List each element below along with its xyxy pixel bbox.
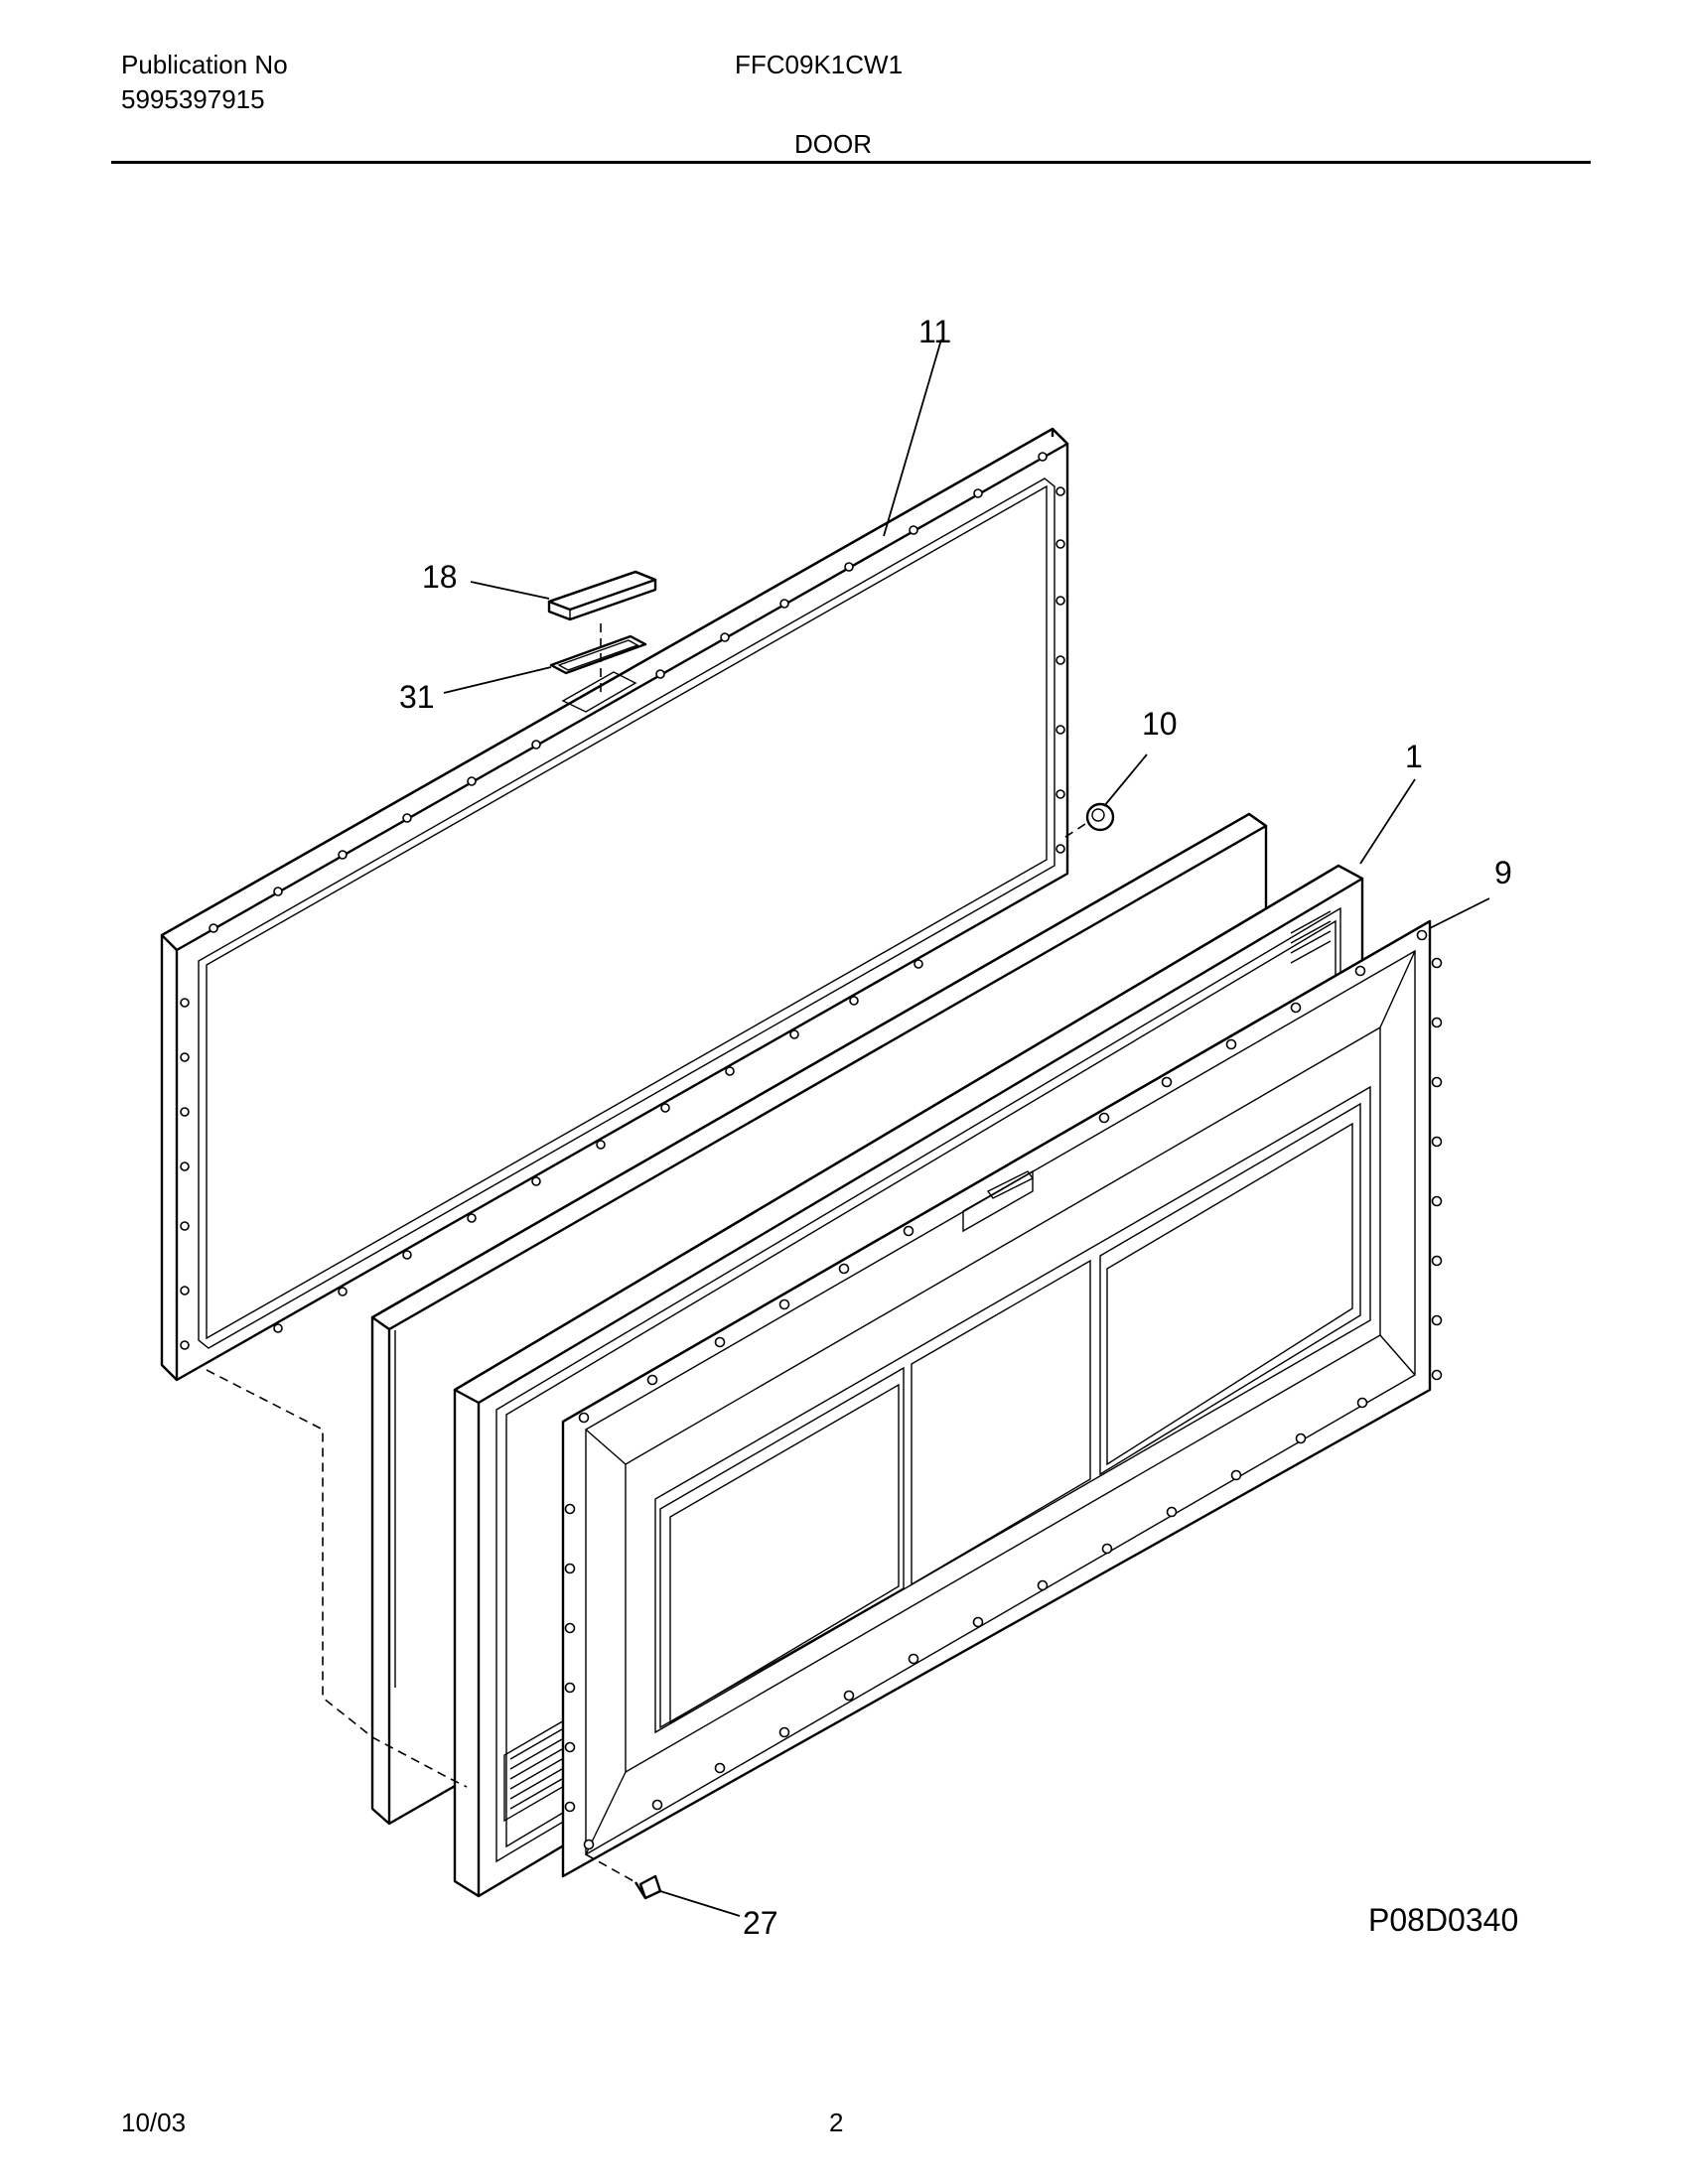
- cap-dash-line: [1061, 823, 1086, 840]
- callout-9: 9: [1494, 855, 1512, 890]
- leader-1: [1359, 778, 1416, 865]
- callout-18: 18: [422, 559, 458, 595]
- part-11-holes: [180, 452, 1065, 1350]
- callout-31: 31: [399, 679, 435, 715]
- part-27-screw: [633, 1874, 662, 1900]
- part-18-handle: [547, 570, 657, 621]
- model-number: FFC09K1CW1: [735, 50, 904, 79]
- leader-10: [1103, 753, 1148, 807]
- part-31-handle-gasket: [549, 634, 647, 675]
- part-10-cap: [1085, 802, 1115, 832]
- part-9-holes: [564, 929, 1443, 1850]
- callout-27: 27: [743, 1905, 778, 1941]
- callout-10: 10: [1142, 706, 1178, 742]
- callout-11: 11: [918, 314, 951, 349]
- part-9-door-liner: [561, 919, 1443, 1878]
- footer-date: 10/03: [121, 2108, 187, 2137]
- leader-18: [470, 581, 550, 600]
- figure-code: P08D0340: [1368, 1902, 1518, 1938]
- assembly-dash-line: [206, 1369, 468, 1788]
- leader-9: [1429, 897, 1490, 929]
- part-11-outer-door-panel: [160, 427, 1069, 1382]
- section-title: DOOR: [794, 129, 872, 159]
- publication-label: Publication No: [121, 50, 288, 79]
- leader-31: [443, 666, 552, 694]
- header-rule: [111, 161, 1591, 164]
- screw-dash-line: [585, 1853, 636, 1883]
- leader-11: [883, 339, 942, 537]
- publication-number: 5995397915: [121, 84, 265, 114]
- callout-1: 1: [1405, 739, 1423, 774]
- footer-page-number: 2: [829, 2108, 844, 2137]
- leader-27: [659, 1890, 741, 1917]
